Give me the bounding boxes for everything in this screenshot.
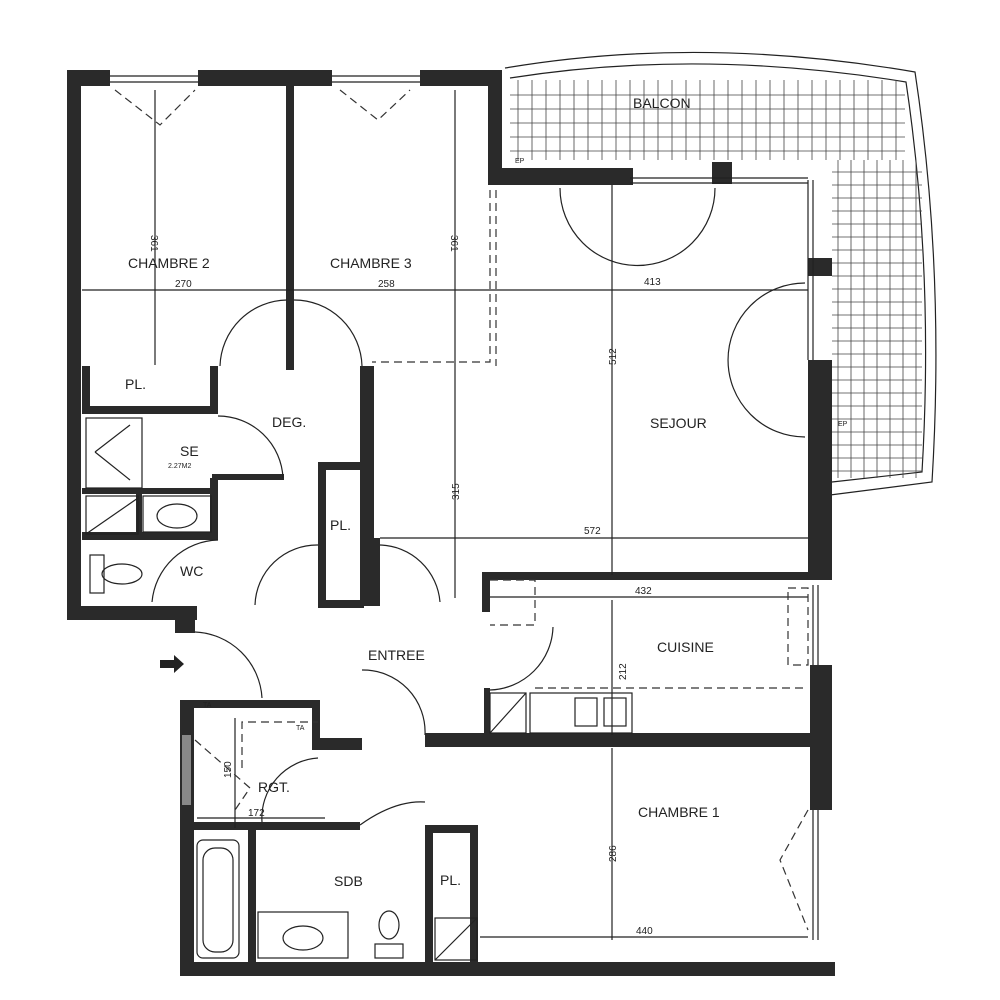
wall bbox=[212, 474, 284, 480]
dim-label: 440 bbox=[636, 926, 653, 937]
room-label-placard: PL. bbox=[330, 517, 351, 533]
wall bbox=[425, 825, 475, 833]
wall bbox=[482, 572, 812, 580]
wall bbox=[312, 700, 320, 750]
room-label-cuisine: CUISINE bbox=[657, 639, 714, 655]
walls bbox=[67, 70, 835, 976]
wall bbox=[470, 825, 478, 962]
wall bbox=[808, 258, 832, 276]
room-label-se: SE bbox=[180, 443, 199, 459]
dim-label: 361 bbox=[148, 235, 159, 252]
washbasin bbox=[156, 503, 198, 529]
wall bbox=[488, 70, 502, 185]
room-label-deg: DEG. bbox=[272, 414, 306, 430]
room-label-chambre3: CHAMBRE 3 bbox=[330, 255, 412, 271]
bathtub bbox=[196, 839, 240, 959]
wall bbox=[318, 462, 364, 470]
dim-label: 286 bbox=[608, 845, 619, 862]
wall bbox=[175, 615, 195, 633]
wall bbox=[82, 366, 90, 412]
wall bbox=[425, 825, 433, 962]
wall bbox=[712, 162, 732, 184]
dim-label: 258 bbox=[378, 279, 395, 290]
wall bbox=[360, 366, 374, 606]
balcony-tile-grid bbox=[510, 80, 922, 478]
tag-ta: TA bbox=[296, 725, 305, 732]
dim-label: 212 bbox=[618, 663, 629, 680]
wall bbox=[286, 86, 294, 370]
wall bbox=[180, 962, 835, 976]
dim-label: 361 bbox=[448, 235, 459, 252]
wall bbox=[248, 830, 256, 962]
room-label-wc: WC bbox=[180, 563, 203, 579]
doors bbox=[114, 89, 809, 931]
room-label-sejour: SEJOUR bbox=[650, 415, 707, 431]
dim-label: 150 bbox=[223, 761, 234, 778]
dim-label: 512 bbox=[608, 348, 619, 365]
wall bbox=[318, 462, 326, 608]
wall bbox=[82, 406, 218, 414]
wall bbox=[180, 700, 320, 708]
wall bbox=[425, 733, 812, 747]
wall bbox=[210, 478, 218, 538]
tag-ep: EP bbox=[838, 421, 848, 428]
dim-label: 413 bbox=[644, 277, 661, 288]
wall bbox=[420, 70, 502, 86]
tag-ep: EP bbox=[515, 158, 525, 165]
wall bbox=[67, 70, 81, 620]
room-label-chambre2: CHAMBRE 2 bbox=[128, 255, 210, 271]
room-label-placard: PL. bbox=[125, 376, 146, 392]
tag-ta: TA bbox=[203, 702, 212, 709]
entrance-arrow-icon bbox=[160, 655, 184, 673]
wall bbox=[372, 538, 380, 606]
dim-label: 172 bbox=[248, 808, 265, 819]
balcony bbox=[504, 51, 937, 496]
kitchen-sink bbox=[529, 692, 633, 734]
dim-label: 572 bbox=[584, 526, 601, 537]
room-label-chambre1: CHAMBRE 1 bbox=[638, 804, 720, 820]
wall bbox=[808, 360, 832, 580]
wall bbox=[198, 70, 332, 86]
room-label-entree: ENTREE bbox=[368, 647, 425, 663]
wall bbox=[488, 168, 633, 185]
wall bbox=[82, 532, 218, 540]
room-label-placard: PL. bbox=[440, 872, 461, 888]
dim-label: 315 bbox=[451, 483, 462, 500]
room-label-balcon: BALCON bbox=[633, 95, 691, 111]
dim-label: 270 bbox=[175, 279, 192, 290]
dim-label: 432 bbox=[635, 586, 652, 597]
toilet bbox=[89, 554, 105, 594]
shower-tray bbox=[85, 417, 143, 489]
partitions bbox=[82, 75, 819, 940]
wall bbox=[67, 606, 197, 620]
wall bbox=[318, 600, 364, 608]
wall bbox=[67, 70, 110, 86]
wall bbox=[482, 572, 490, 612]
wall bbox=[194, 822, 360, 830]
wall bbox=[136, 488, 142, 534]
wall bbox=[82, 488, 218, 494]
room-label-rgt: RGT. bbox=[258, 779, 290, 795]
wall bbox=[484, 688, 490, 738]
fixtures bbox=[85, 417, 633, 961]
room-area-se: 2.27M2 bbox=[168, 463, 191, 470]
wall bbox=[210, 366, 218, 412]
wall bbox=[810, 665, 832, 810]
radiator bbox=[182, 735, 191, 805]
room-label-sdb: SDB bbox=[334, 873, 363, 889]
wall bbox=[312, 738, 362, 750]
